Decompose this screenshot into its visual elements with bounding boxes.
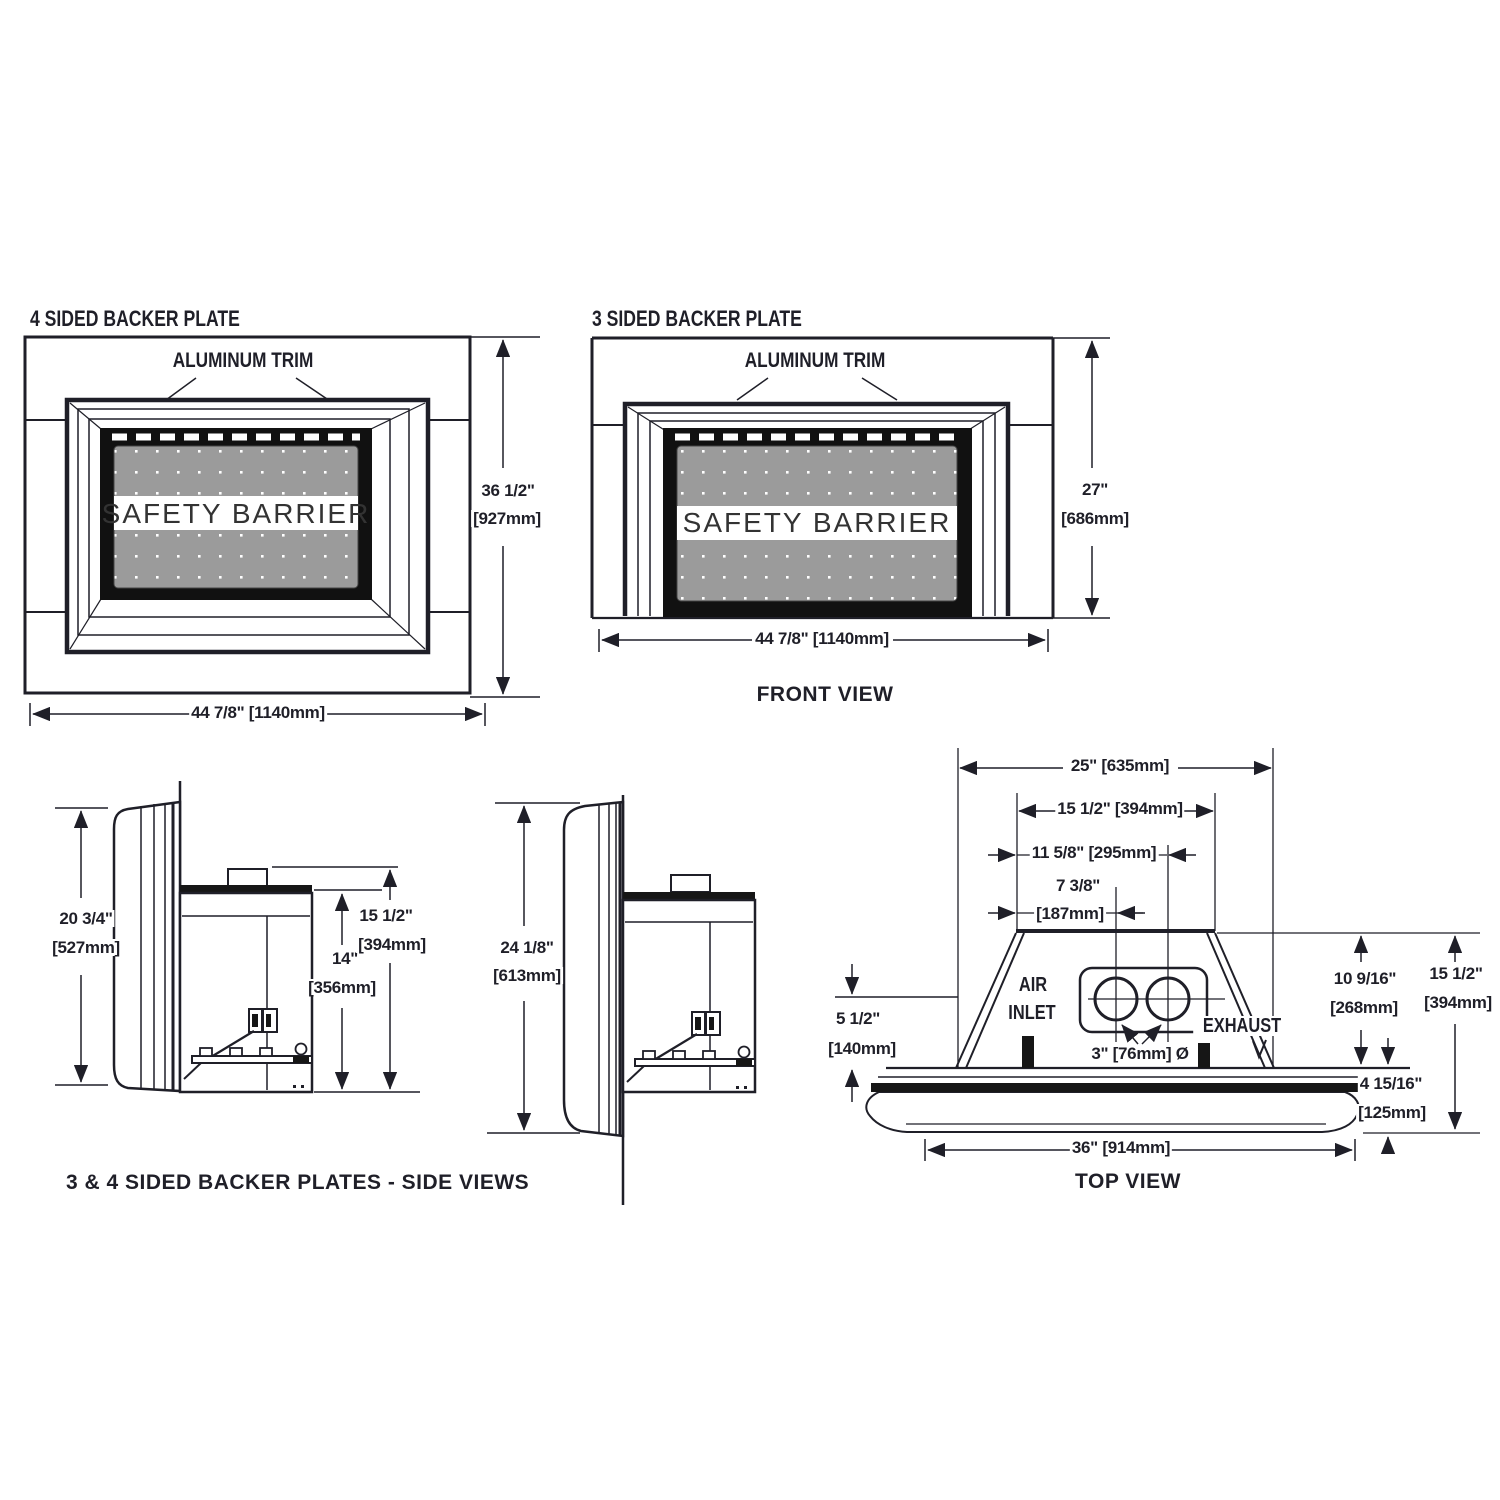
linework-front-view-3-sided	[590, 336, 1110, 652]
burner-rail	[191, 1055, 313, 1064]
linework-top-view	[835, 748, 1480, 1161]
aluminum-trim-bezel	[622, 401, 1011, 616]
view2-height-dim-mm: [686mm]	[1059, 509, 1131, 528]
side2-plate-height-mm: [613mm]	[491, 966, 563, 985]
side1-plate-height-in: 20 3/4"	[57, 909, 115, 928]
top-width-25-dim: 25" [635mm]	[1068, 756, 1172, 775]
exhaust-label: EXHAUST	[1193, 1016, 1291, 1036]
top-width-11-5-8-dim: 11 5/8" [295mm]	[1029, 843, 1159, 862]
hood-height-dim-mm: [125mm]	[1356, 1103, 1428, 1122]
view1-height-dim-mm: [927mm]	[471, 509, 543, 528]
air-inlet-stub	[1022, 1036, 1034, 1068]
air-inlet-label-line1: AIR	[1014, 975, 1052, 995]
collar-plate	[1078, 966, 1209, 1034]
air-inlet-label-line2: INLET	[1002, 1003, 1062, 1023]
view1-title: 4 SIDED BACKER PLATE	[30, 306, 240, 331]
backer-plate-profile	[112, 800, 182, 1093]
side2-plate-height-in: 24 1/8"	[498, 938, 556, 957]
top-depth-10-9-16-dim-mm: [268mm]	[1328, 998, 1400, 1017]
view2-width-dim: 44 7/8" [1140mm]	[753, 629, 891, 648]
linework-front-view-4-sided	[23, 335, 540, 726]
linework-side-view-3-sided	[487, 795, 757, 1205]
collar-diameter-dim: 3" [76mm] Ø	[1089, 1044, 1191, 1063]
top-view-caption: TOP VIEW	[1075, 1170, 1181, 1193]
view2-aluminum-trim-label: ALUMINUM TRIM	[744, 349, 886, 372]
aluminum-trim-bezel	[64, 397, 431, 655]
top-width-15-5-dim: 15 1/2" [394mm]	[1055, 799, 1185, 818]
exhaust-stub	[1198, 1043, 1210, 1068]
side1-total-height-mm: [394mm]	[356, 935, 428, 954]
front-view-caption: FRONT VIEW	[756, 683, 894, 706]
side-views-caption: 3 & 4 SIDED BACKER PLATES - SIDE VIEWS	[66, 1171, 530, 1194]
linework-side-view-4-sided	[55, 781, 420, 1094]
view1-safety-barrier-label: SAFETY BARRIER	[101, 498, 371, 529]
backer-plate-profile	[562, 800, 625, 1138]
top-depth-15-1-2-dim-mm: [394mm]	[1422, 993, 1494, 1012]
view1-aluminum-trim-label: ALUMINUM TRIM	[172, 349, 314, 372]
view1-width-dim: 44 7/8" [1140mm]	[189, 703, 327, 722]
top-width-36-dim: 36" [914mm]	[1069, 1138, 1173, 1157]
side1-total-height-in: 15 1/2"	[357, 906, 415, 925]
top-width-7-3-8-dim-mm: [187mm]	[1034, 904, 1106, 923]
top-depth-15-1-2-dim-in: 15 1/2"	[1427, 964, 1485, 983]
trim-leader-line	[736, 377, 769, 401]
exhaust-pointer	[1252, 1039, 1267, 1060]
side1-plate-height-mm: [527mm]	[50, 938, 122, 957]
top-width-7-3-8-dim-in: 7 3/8"	[1053, 876, 1103, 895]
view1-height-dim-in: 36 1/2"	[479, 481, 537, 500]
flue-collar	[670, 874, 711, 893]
hood-skirt	[865, 1091, 1360, 1133]
top-depth-10-9-16-dim-in: 10 9/16"	[1331, 969, 1399, 988]
trim-leader-line	[295, 377, 331, 402]
view2-title: 3 SIDED BACKER PLATE	[592, 306, 802, 331]
flue-collar	[227, 868, 268, 887]
trim-leader-line	[165, 377, 197, 401]
view2-height-dim-in: 27"	[1079, 480, 1111, 499]
hood-height-dim-in: 4 15/16"	[1357, 1074, 1425, 1093]
trim-leader-line	[861, 377, 898, 401]
side1-firebox-height-mm: [356mm]	[306, 978, 378, 997]
side1-firebox-height-in: 14"	[329, 949, 361, 968]
view2-safety-barrier-label: SAFETY BARRIER	[682, 507, 952, 538]
top-depth-5-1-2-dim-mm: [140mm]	[826, 1039, 898, 1058]
top-depth-5-1-2-dim-in: 5 1/2"	[833, 1009, 883, 1028]
hood-band	[871, 1083, 1373, 1092]
burner-rail	[634, 1058, 756, 1067]
